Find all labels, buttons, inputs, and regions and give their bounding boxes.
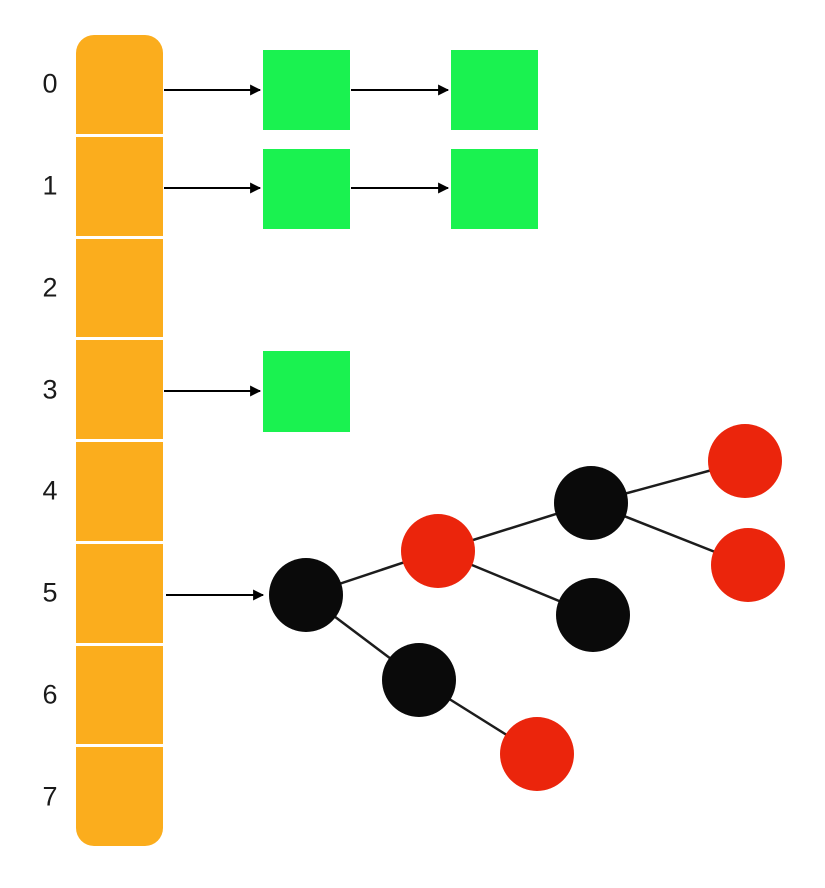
bucket-array xyxy=(76,35,163,846)
bucket-cell-5 xyxy=(76,543,163,643)
bucket-index-label-7: 7 xyxy=(42,781,58,812)
tree-node-red-g xyxy=(500,717,574,791)
bucket-index-label-6: 6 xyxy=(42,679,58,710)
bucket-cell-3 xyxy=(76,340,163,439)
bucket-index-label-3: 3 xyxy=(42,374,58,405)
list-node-square-bucket-0 xyxy=(451,50,538,130)
bucket-index-label-1: 1 xyxy=(42,170,58,201)
bucket-index-label-5: 5 xyxy=(42,577,58,608)
tree-node-black-e xyxy=(556,578,630,652)
list-node-square-bucket-1 xyxy=(263,149,350,229)
bucket-cell-1 xyxy=(76,136,163,236)
bucket-cell-4 xyxy=(76,442,163,541)
bucket-cell-6 xyxy=(76,645,163,745)
bucket-index-label-0: 0 xyxy=(42,68,58,99)
bucket-index-label-4: 4 xyxy=(42,475,58,506)
tree-node-red-d xyxy=(711,528,785,602)
bucket-index-label-2: 2 xyxy=(42,272,58,303)
bucket-cell-7 xyxy=(76,747,163,846)
list-node-square-bucket-1 xyxy=(451,149,538,229)
tree-node-red-a xyxy=(401,514,475,588)
bucket-cell-2 xyxy=(76,238,163,338)
tree-node-black-f xyxy=(382,643,456,717)
tree-node-red-c xyxy=(708,424,782,498)
list-node-square-bucket-3 xyxy=(263,351,350,432)
list-node-square-bucket-0 xyxy=(263,50,350,130)
tree-node-black-b xyxy=(554,466,628,540)
bucket-cell-0 xyxy=(76,35,163,134)
tree-node-black-root xyxy=(269,558,343,632)
